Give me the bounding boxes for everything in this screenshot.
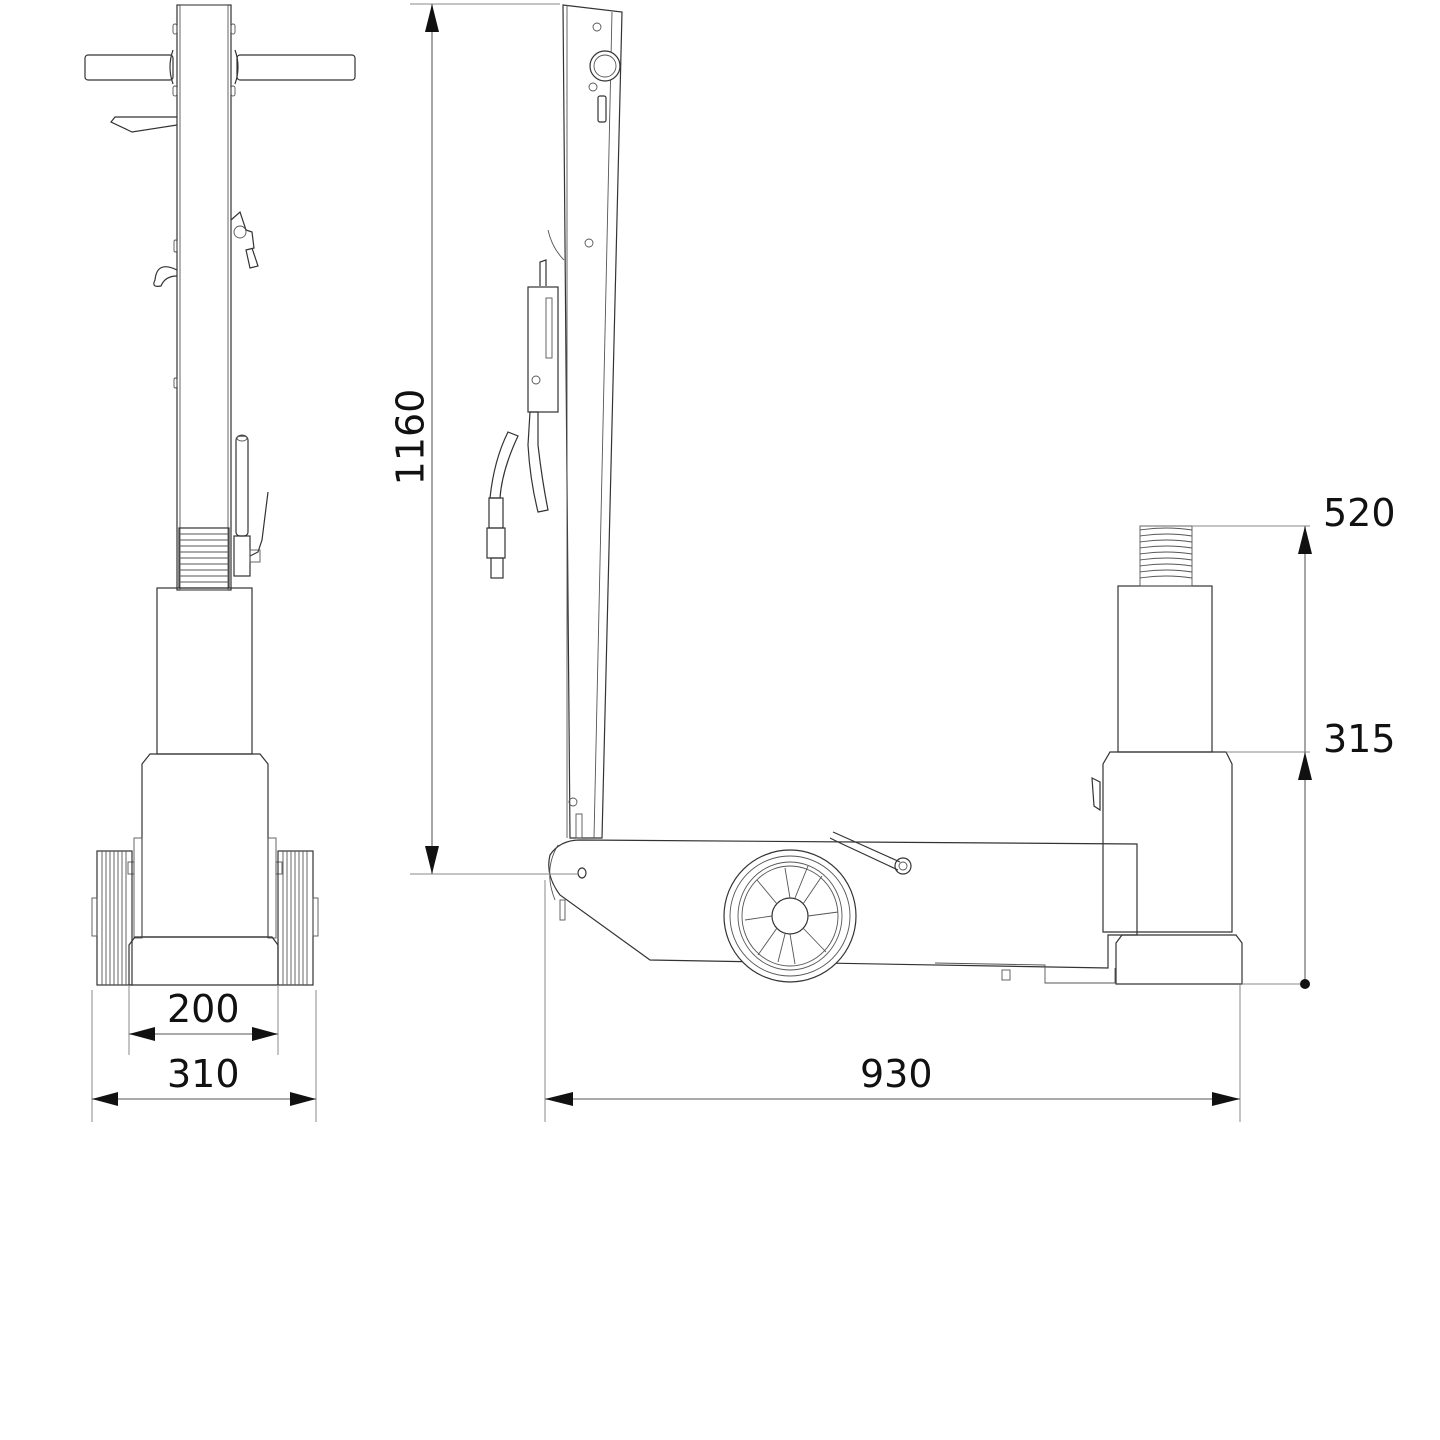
chassis-side [548,839,1138,969]
right-wheel-front [277,850,319,986]
hose-1 [527,411,549,513]
handle-column [176,4,232,591]
hook-bracket [110,116,178,133]
screw-thread-side [1139,525,1193,587]
ball-valve-lever [249,491,269,557]
dimension-label-200: 200 [167,987,240,1031]
left-wheel-front [91,850,133,986]
dimension-label-1160: 1160 [388,388,433,486]
handle-side [562,4,623,839]
ram-side [1117,585,1213,753]
wheel-side [723,849,857,983]
side-view [486,4,1243,985]
ram-front [156,587,253,755]
release-lever [829,831,901,871]
base-front [128,936,279,986]
dimension-lines [91,3,1312,1122]
gauge [589,50,621,82]
coupler [486,527,506,559]
dimension-label-520: 520 [1323,491,1396,535]
dimension-label-310: 310 [167,1052,240,1096]
pump-box [527,286,559,413]
cylinder-front [141,753,269,938]
front-view [84,4,356,986]
hose-2 [489,431,519,499]
air-valve [230,210,259,269]
air-inlet-pipe [235,435,249,537]
right-grip [236,54,356,81]
screw-thread-front [178,527,230,589]
left-grip [84,54,174,81]
dimension-label-315: 315 [1323,717,1396,761]
saddle-base [1115,934,1243,985]
dimension-label-930: 930 [860,1052,933,1096]
lift-cylinder [1102,751,1233,933]
pivot-pin [577,867,587,879]
